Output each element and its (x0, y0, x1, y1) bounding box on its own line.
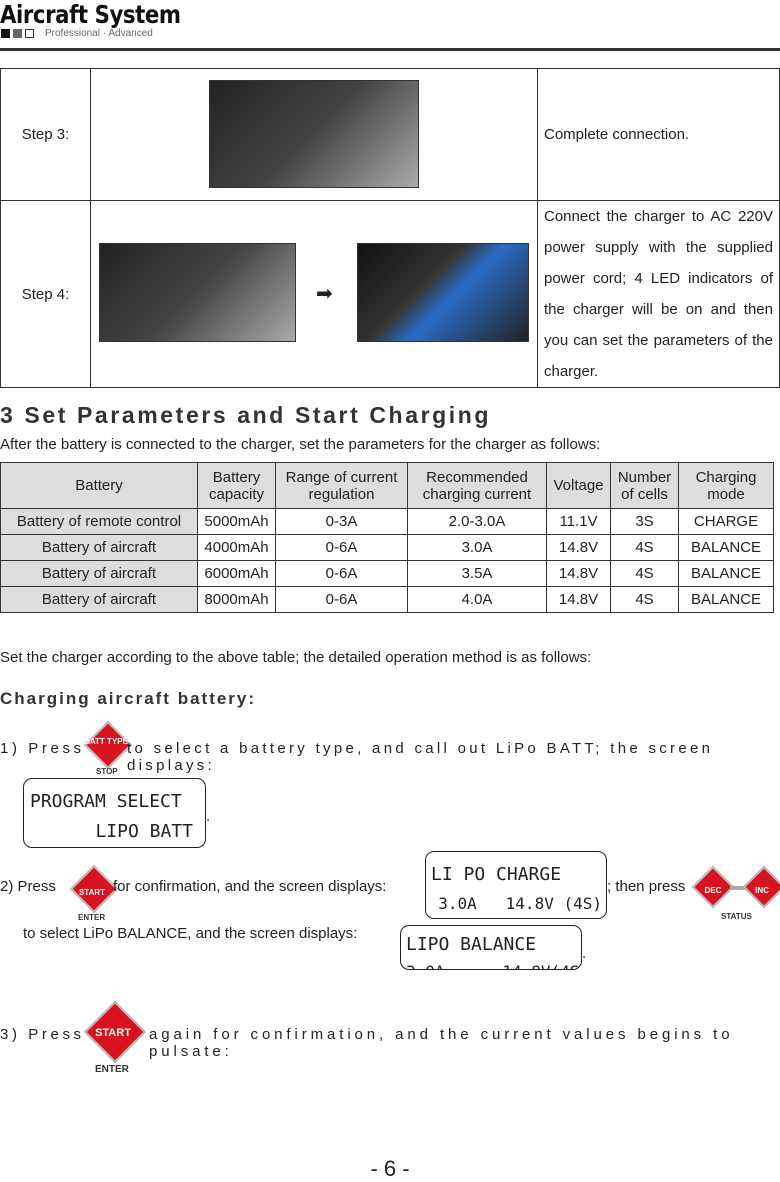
table-cell: 2.0-3.0A (407, 508, 547, 535)
table-cell: 5000mAh (197, 508, 276, 535)
table-cell: 4S (610, 534, 679, 561)
logo-square-icon (13, 29, 22, 38)
step-label: Step 4: (0, 200, 91, 388)
lcd-program-select: PROGRAM SELECT LIPO BATT (23, 778, 206, 848)
period: . (582, 945, 587, 962)
table-cell: 11.1V (546, 508, 611, 535)
batt-type-label: BATT TYPE (84, 737, 128, 746)
step-image-cell: ➡ (90, 200, 538, 388)
start-label: START (78, 888, 106, 897)
charger-photo (357, 243, 529, 342)
table-header-row: Battery Battery capacity Range of curren… (0, 462, 774, 509)
section-title: 3 Set Parameters and Start Charging (0, 402, 492, 428)
lcd-line: LIPO BALANCE (406, 934, 537, 955)
table-cell: 0-3A (275, 508, 408, 535)
table-cell: BALANCE (678, 560, 774, 587)
instruction-3-prefix: 3) Press (0, 1026, 85, 1043)
column-header: Voltage (546, 462, 611, 509)
dec-label: DEC (704, 886, 722, 895)
logo-square-icon (25, 29, 34, 38)
column-header: Recommended charging current (407, 462, 547, 509)
table-cell: 6000mAh (197, 560, 276, 587)
column-header: Charging mode (678, 462, 774, 509)
step-description: Connect the charger to AC 220V power sup… (537, 200, 780, 388)
table-cell: 4.0A (407, 586, 547, 613)
instruction-2-then: ; then press (607, 878, 686, 895)
table-cell: 4000mAh (197, 534, 276, 561)
step-row: Step 3: Complete connection. (0, 68, 780, 201)
header-divider (0, 48, 780, 51)
column-header: Battery capacity (197, 462, 276, 509)
instruction-1-text: to select a battery type, and call out L… (127, 740, 714, 774)
brand-tagline: Professional · Advanced (45, 28, 153, 39)
table-cell: CHARGE (678, 508, 774, 535)
stop-label: STOP (96, 767, 118, 776)
status-label: STATUS (721, 912, 752, 921)
table-cell: 3.5A (407, 560, 547, 587)
column-header: Range of current regulation (275, 462, 408, 509)
parameters-table: Battery Battery capacity Range of curren… (0, 462, 774, 613)
table-cell: 3.0A (407, 534, 547, 561)
instruction-1-prefix: 1) Press (0, 740, 85, 757)
lcd-line: LIPO BATT (95, 821, 193, 842)
subheading: Charging aircraft battery: (0, 689, 257, 708)
lcd-line: 3.0A 14.8V(4S) (406, 962, 581, 969)
table-cell: 8000mAh (197, 586, 276, 613)
table-cell: 4S (610, 560, 679, 587)
table-cell: Battery of aircraft (0, 586, 198, 613)
arrow-right-icon: ➡ (316, 283, 333, 305)
lcd-lipo-charge: LI PO CHARGE 3.0A 14.8V (4S) (425, 851, 607, 919)
logo-square-icon (1, 29, 10, 38)
period: . (206, 808, 211, 825)
section-intro: After the battery is connected to the ch… (0, 436, 601, 453)
table-cell: 3S (610, 508, 679, 535)
page-number: - 6 - (370, 1156, 410, 1181)
power-cord-photo (99, 243, 296, 342)
table-cell: 4S (610, 586, 679, 613)
step-image-cell (90, 68, 538, 201)
start-label: START (95, 1027, 131, 1039)
instruction-2-text: for confirmation, and the screen display… (113, 878, 387, 895)
step-row: Step 4: ➡ Connect the charger to AC 220V… (0, 200, 780, 388)
step-description: Complete connection. (537, 68, 780, 201)
lcd-line: PROGRAM SELECT (30, 791, 182, 812)
enter-label: ENTER (78, 913, 106, 922)
table-cell: 0-6A (275, 560, 408, 587)
instruction-3-text: again for confirmation, and the current … (149, 1026, 734, 1060)
inc-label: INC (755, 886, 769, 895)
steps-table: Step 3: Complete connection. Step 4: ➡ C… (0, 68, 780, 388)
brand-logo: Aircraft System (0, 0, 181, 29)
table-cell: BALANCE (678, 534, 774, 561)
connection-photo (209, 80, 419, 188)
lcd-line: 3.0A 14.8V (4S) (438, 894, 602, 913)
table-cell: 14.8V (546, 534, 611, 561)
after-table-text: Set the charger according to the above t… (0, 649, 592, 666)
table-cell: Battery of aircraft (0, 534, 198, 561)
table-cell: BALANCE (678, 586, 774, 613)
button-connector (730, 886, 745, 890)
table-cell: 0-6A (275, 534, 408, 561)
instruction-2-prefix: 2) Press (0, 878, 56, 895)
step-label: Step 3: (0, 68, 91, 201)
lcd-line: LI PO CHARGE (431, 864, 562, 885)
table-cell: 14.8V (546, 586, 611, 613)
column-header: Number of cells (610, 462, 679, 509)
table-cell: 0-6A (275, 586, 408, 613)
table-cell: 14.8V (546, 560, 611, 587)
enter-label: ENTER (95, 1064, 129, 1075)
table-cell: Battery of remote control (0, 508, 198, 535)
column-header: Battery (0, 462, 198, 509)
lcd-lipo-balance: LIPO BALANCE 3.0A 14.8V(4S) (400, 925, 582, 970)
table-cell: Battery of aircraft (0, 560, 198, 587)
instruction-2-continued: to select LiPo BALANCE, and the screen d… (23, 925, 358, 942)
